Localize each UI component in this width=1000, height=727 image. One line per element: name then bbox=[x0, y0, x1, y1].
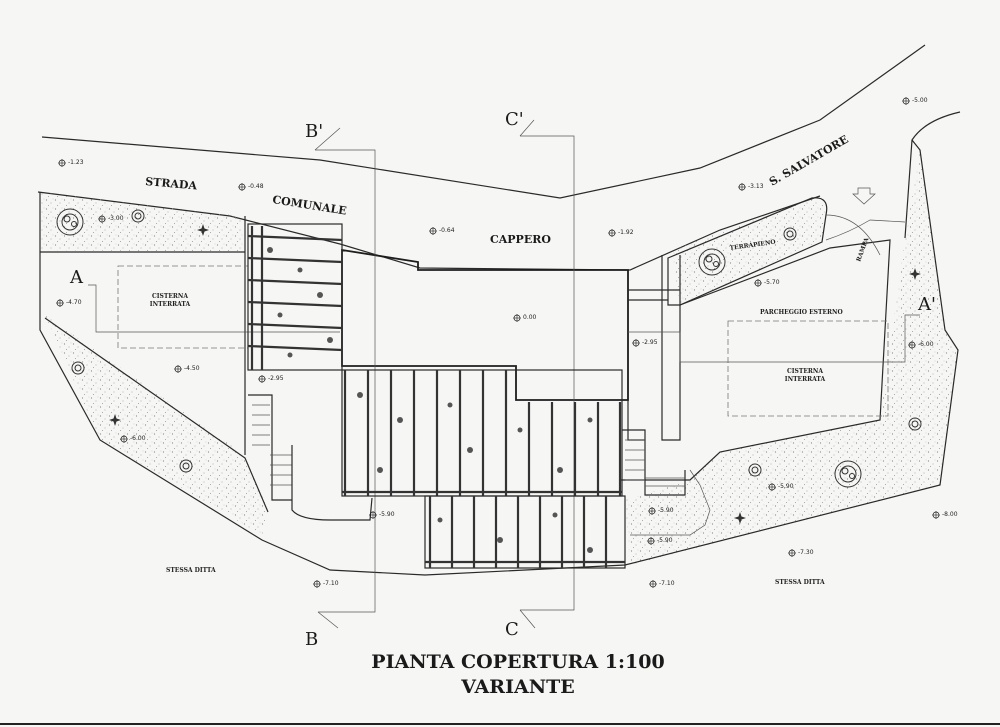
label-s-salvatore: S. SALVATORE bbox=[767, 133, 851, 189]
elevation-marker: -2.95 bbox=[631, 338, 658, 348]
cisterna-right-outline bbox=[727, 320, 889, 417]
svg-text:-3.00: -3.00 bbox=[108, 215, 124, 222]
svg-text:-2.95: -2.95 bbox=[642, 339, 658, 346]
elevation-marker: -2.95 bbox=[257, 374, 284, 384]
section-line-c bbox=[519, 119, 575, 629]
svg-text:-6.00: -6.00 bbox=[918, 341, 934, 348]
elevation-marker: -7.10 bbox=[312, 579, 339, 589]
elevation-marker: -5.90 bbox=[646, 536, 673, 546]
garden-zone-southwest bbox=[45, 315, 268, 535]
section-mark-c: C bbox=[505, 619, 519, 640]
svg-text:-5.70: -5.70 bbox=[764, 279, 780, 286]
main-building-roof bbox=[341, 248, 629, 401]
elevation-marker: -0.48 bbox=[237, 182, 264, 192]
svg-text:-0.64: -0.64 bbox=[439, 227, 455, 234]
label-rampa: RAMPA bbox=[855, 236, 870, 262]
elevation-marker: -1.23 bbox=[57, 158, 84, 168]
section-mark-a: A bbox=[69, 267, 84, 288]
section-mark-b-prime: B' bbox=[305, 121, 323, 142]
elevation-marker: -6.00 bbox=[907, 340, 934, 350]
elevation-marker: -6.00 bbox=[119, 434, 146, 444]
svg-text:-5.90: -5.90 bbox=[778, 483, 794, 490]
road-edge-north bbox=[41, 44, 926, 199]
drawing-subtitle: VARIANTE bbox=[460, 676, 574, 698]
elevation-marker: -3.13 bbox=[737, 182, 764, 192]
section-mark-c-prime: C' bbox=[505, 109, 524, 130]
section-mark-a-prime: A' bbox=[917, 294, 936, 315]
svg-text:-5.90: -5.90 bbox=[657, 537, 673, 544]
label-interrata-right: INTERRATA bbox=[785, 376, 826, 383]
svg-text:-1.23: -1.23 bbox=[68, 159, 84, 166]
road-east-curve bbox=[904, 111, 961, 239]
elevation-marker: -1.92 bbox=[607, 228, 634, 238]
section-mark-b: B bbox=[305, 629, 318, 650]
drawing-title: PIANTA COPERTURA 1:100 bbox=[371, 651, 664, 673]
svg-text:-1.92: -1.92 bbox=[618, 229, 634, 236]
svg-text:0.00: 0.00 bbox=[523, 314, 537, 321]
elevation-marker: -5.00 bbox=[901, 96, 928, 106]
garden-zone-northwest bbox=[40, 192, 245, 252]
svg-text:-5.00: -5.00 bbox=[912, 97, 928, 104]
elevation-marker: -4.50 bbox=[173, 364, 200, 374]
elevation-marker: -5.90 bbox=[368, 510, 395, 520]
svg-text:-7.10: -7.10 bbox=[659, 580, 675, 587]
label-parcheggio: PARCHEGGIO ESTERNO bbox=[760, 309, 843, 316]
elevation-marker: 0.00 bbox=[512, 313, 537, 323]
elevation-marker: -8.00 bbox=[931, 510, 958, 520]
elevation-marker: -7.30 bbox=[787, 548, 814, 558]
terrapieno-zone bbox=[672, 198, 826, 305]
label-strada: STRADA bbox=[145, 175, 198, 193]
label-stessa-ditta-right: STESSA DITTA bbox=[775, 579, 825, 586]
svg-text:-3.13: -3.13 bbox=[748, 183, 764, 190]
elevation-marker: -3.00 bbox=[97, 214, 124, 224]
pergola-central bbox=[341, 369, 623, 497]
label-cisterna-left: CISTERNA bbox=[152, 293, 188, 300]
svg-text:-4.50: -4.50 bbox=[184, 365, 200, 372]
label-comunale: COMUNALE bbox=[272, 193, 348, 218]
rampa-arc bbox=[825, 214, 906, 256]
stairs-east bbox=[622, 429, 686, 496]
elevation-marker: -5.90 bbox=[647, 506, 674, 516]
pergola-west bbox=[247, 223, 343, 371]
stairs-west bbox=[248, 394, 373, 521]
garden-zone-east bbox=[625, 150, 958, 565]
svg-text:-5.90: -5.90 bbox=[379, 511, 395, 518]
label-cisterna-right: CISTERNA bbox=[787, 368, 823, 375]
label-stessa-ditta-left: STESSA DITTA bbox=[166, 567, 216, 574]
elevation-marker: -5.70 bbox=[753, 278, 780, 288]
pergola-south bbox=[424, 495, 626, 569]
elevation-marker: -4.70 bbox=[55, 298, 82, 308]
site-outline-west bbox=[39, 139, 959, 576]
svg-text:-2.95: -2.95 bbox=[268, 375, 284, 382]
elevation-marker: -0.64 bbox=[428, 226, 455, 236]
parking-outline bbox=[620, 239, 891, 481]
svg-text:-7.30: -7.30 bbox=[798, 549, 814, 556]
svg-text:-7.10: -7.10 bbox=[323, 580, 339, 587]
section-line-a bbox=[88, 284, 920, 363]
terrapieno-outline bbox=[667, 197, 828, 306]
label-cappero: CAPPERO bbox=[490, 233, 551, 246]
elevation-marker: -7.10 bbox=[648, 579, 675, 589]
rampa-arrow-icon bbox=[852, 187, 876, 205]
elevation-marker: -5.90 bbox=[767, 482, 794, 492]
svg-text:-0.48: -0.48 bbox=[248, 183, 264, 190]
svg-text:-4.70: -4.70 bbox=[66, 299, 82, 306]
svg-text:-5.90: -5.90 bbox=[658, 507, 674, 514]
label-interrata-left: INTERRATA bbox=[150, 301, 191, 308]
section-line-b bbox=[314, 127, 376, 629]
svg-text:-8.00: -8.00 bbox=[942, 511, 958, 518]
svg-text:-6.00: -6.00 bbox=[130, 435, 146, 442]
